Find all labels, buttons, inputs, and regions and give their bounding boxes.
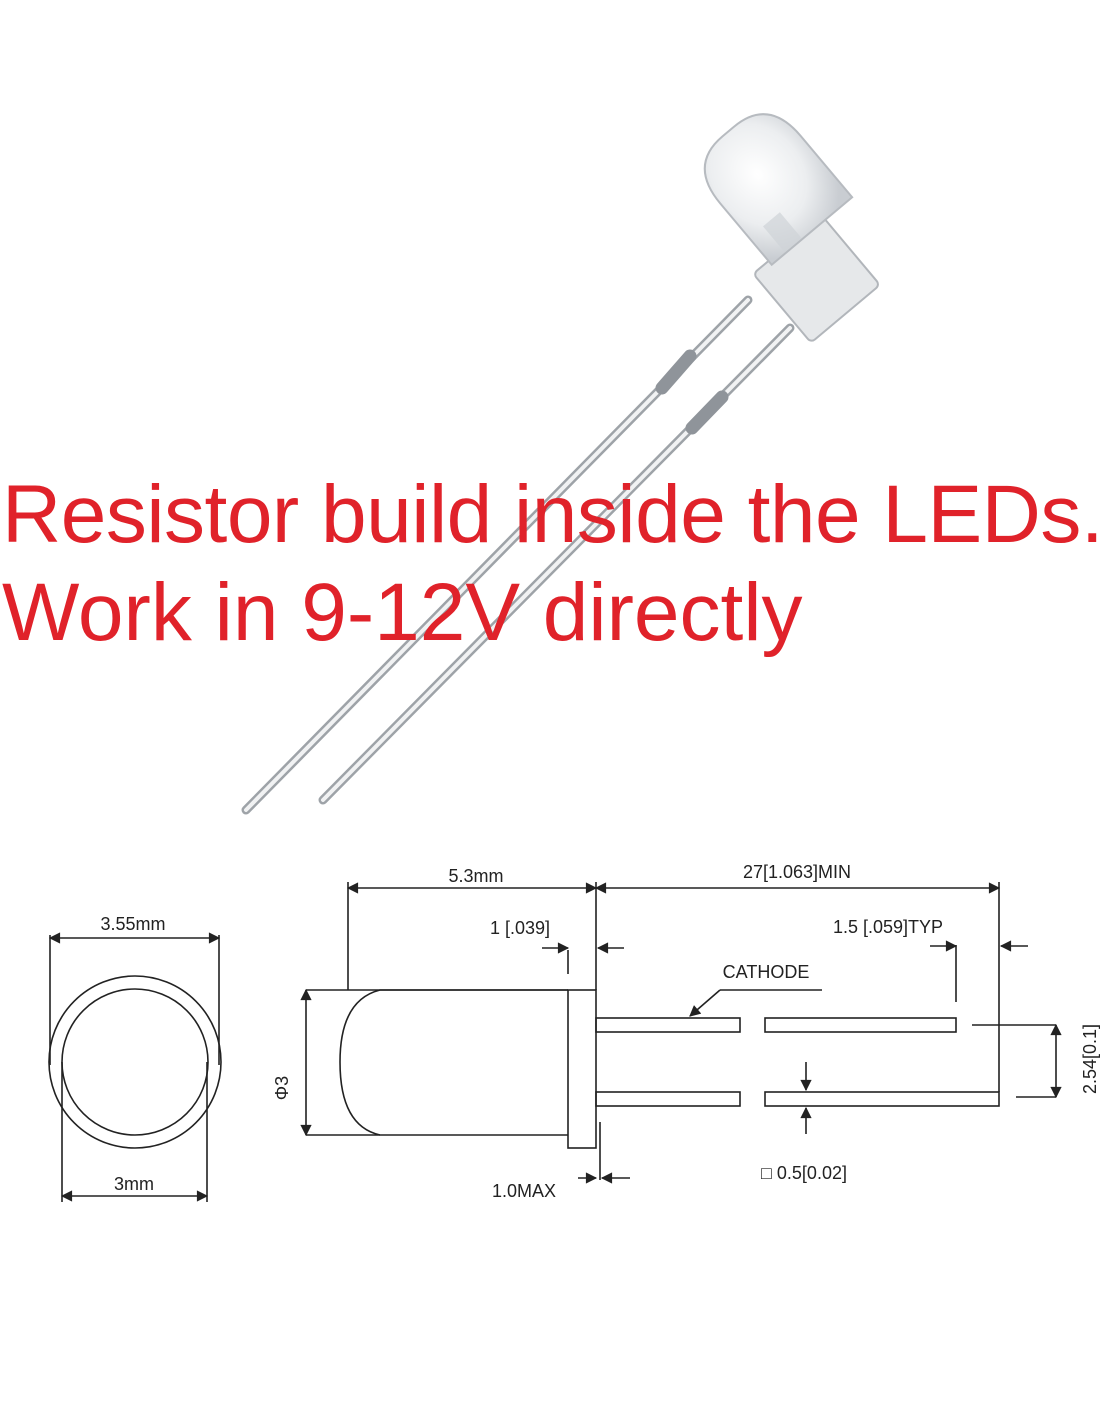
- side-view-lead-anode-far: [764, 1091, 1000, 1107]
- side-view-lead-cathode-near: [595, 1017, 741, 1033]
- side-view-lens: [339, 989, 568, 1136]
- lens-length-label: 5.3mm: [448, 866, 503, 886]
- lead-offset-label: 1.5 [.059]TYP: [833, 917, 943, 937]
- headline-line-2: Work in 9-12V directly: [2, 567, 803, 658]
- flange-max-label: 1.0MAX: [492, 1181, 556, 1201]
- led-body: [703, 113, 879, 342]
- flange-thickness-label: 1 [.039]: [490, 918, 550, 938]
- cathode-label: CATHODE: [723, 962, 810, 982]
- dimension-drawing: 3.55mm 3mm: [48, 862, 1100, 1202]
- led-photo: [241, 113, 879, 815]
- lead-length-label: 27[1.063]MIN: [743, 862, 851, 882]
- led-lead-long: [241, 295, 753, 815]
- side-view-lead-cathode-far: [764, 1017, 957, 1033]
- side-view: [300, 882, 1062, 1184]
- pitch-label: 2.54[0.1]: [1080, 1024, 1100, 1094]
- headline-line-1: Resistor build inside the LEDs.: [2, 469, 1100, 560]
- diameter-label: Φ3: [272, 1076, 292, 1100]
- side-view-lead-anode-near: [595, 1091, 741, 1107]
- front-view-inner-circle: [61, 988, 209, 1136]
- front-width-outer-label: 3.55mm: [100, 914, 165, 934]
- side-view-flange: [567, 989, 597, 1149]
- front-view-outer-circle: [48, 975, 222, 1149]
- lead-size-label: □ 0.5[0.02]: [761, 1163, 847, 1183]
- cathode-leader-line: [689, 989, 721, 1017]
- front-view: [48, 932, 222, 1202]
- front-width-inner-label: 3mm: [114, 1174, 154, 1194]
- led-lead-short: [318, 323, 795, 805]
